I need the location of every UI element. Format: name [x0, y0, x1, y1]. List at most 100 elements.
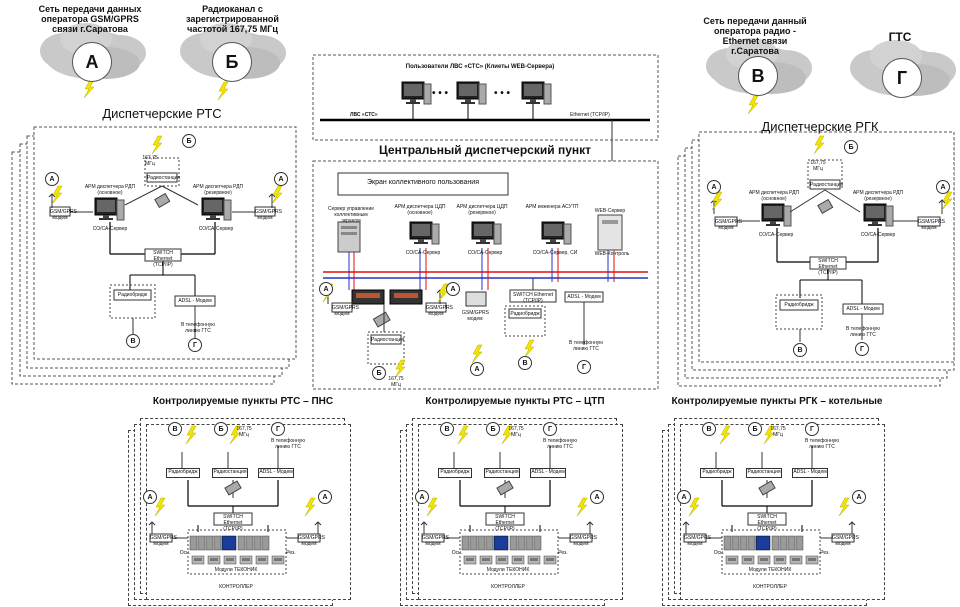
rts-adsl: ADSL - Модем — [178, 298, 212, 304]
cloud-gts-label: ГТС — [888, 30, 912, 44]
controlled-title: Контролируемые пункты РГК – котельные — [671, 396, 883, 407]
rgk-radiobridge: Радиобридж — [784, 302, 814, 308]
cp-gts-note: В телефонную линию ГТС — [805, 438, 839, 450]
rts-title: Диспетчерские РТС — [102, 106, 222, 121]
badge-g: Г — [577, 360, 591, 374]
badge-b: Б — [372, 366, 386, 380]
cp-radiostation: Радиостанция — [484, 468, 520, 478]
cp-radiostation: Радиостанция — [746, 468, 782, 478]
rts-server-reserve: СО/СА-Сервер — [198, 226, 234, 232]
cp-rez: Рез. — [558, 550, 568, 556]
badge-v: В — [702, 422, 716, 436]
central-radiobridge: Радиобридж — [510, 311, 540, 317]
badge-v: В — [168, 422, 182, 436]
rgk-arm-main: АРМ диспетчера РДП (основное) — [748, 190, 800, 202]
cp-osn: Осн. — [179, 550, 191, 556]
cp-gts-note: В телефонную линию ГТС — [543, 438, 577, 450]
badge-a: А — [415, 490, 429, 504]
rgk-modem-right: GSM/GPRS модем — [918, 219, 945, 231]
controlled-title: Контролируемые пункты РТС – ЦТП — [425, 396, 605, 407]
cp-radiobridge: Радиобридж — [438, 468, 472, 478]
badge-b: Б — [748, 422, 762, 436]
badge-v: В — [440, 422, 454, 436]
badge-a: А — [45, 172, 59, 186]
rts-modem-right: GSM/GPRS модем — [255, 209, 282, 221]
central-screen: Экран коллективного пользования — [367, 179, 479, 186]
badge-b: Б — [844, 140, 858, 154]
rts-server-main: СО/СА-Сервер — [92, 226, 128, 232]
rgk-modem-left: GSM/GPRS модем — [715, 219, 742, 231]
freq-label: 167,75 МГц — [142, 155, 158, 167]
badge-a: А — [143, 490, 157, 504]
controlled-title: Контролируемые пункты РТС – ПНС — [152, 396, 334, 407]
lan-users-title: Пользователи ЛВС «СТС» (Клиеты WEB-Серве… — [405, 64, 555, 70]
cp-radiobridge: Радиобридж — [700, 468, 734, 478]
badge-g: Г — [855, 342, 869, 356]
rgk-radiostation: Радиостанция — [810, 182, 844, 188]
badge-b: Б — [214, 422, 228, 436]
lan-dots: • • • — [494, 88, 511, 99]
badge-b: Б — [182, 134, 196, 148]
badge-g: Г — [271, 422, 285, 436]
central-modem-mid: GSM/GPRS модем — [462, 310, 489, 322]
central-radiostation: Радиостанция — [371, 337, 405, 343]
central-adsl: ADSL - Модем — [567, 294, 601, 300]
badge-g: Г — [805, 422, 819, 436]
central-gts-note: В телефонную линию ГТС — [569, 340, 603, 352]
cp-controller: КОНТРОЛЛЕР — [491, 584, 525, 590]
badge-a: А — [936, 180, 950, 194]
central-switch: SWITCH Ethernet (TCP/IP) — [512, 292, 553, 304]
badge-a: А — [707, 180, 721, 194]
rgk-switch: SWITCH Ethernet (TCP/IP) — [818, 258, 838, 276]
cloud-ethernet-badge: В — [738, 56, 778, 96]
cp-modules: Модули ТЕКОНИК — [748, 567, 792, 573]
cp-modem-right: GSM/GPRS модем — [832, 535, 859, 547]
cp-switch: SWITCH Ethernet (TCP/IP) — [495, 514, 515, 532]
cloud-gsm-badge: А — [72, 42, 112, 82]
central-web-sub: WEB-Контроль — [594, 251, 630, 257]
rgk-title: Диспетчерские РГК — [761, 119, 879, 134]
central-arm1-title: АРМ диспетчера ЦДП (основное) — [394, 204, 446, 216]
lightning-icon — [217, 81, 229, 101]
cp-radiobridge: Радиобридж — [166, 468, 200, 478]
badge-a: А — [470, 362, 484, 376]
central-modem-left: GSM/GPRS модем — [332, 305, 359, 317]
rgk-freq: 167,75 МГц — [810, 160, 826, 172]
central-arm1-sub: СО/СА-Сервер — [405, 250, 441, 256]
badge-a: А — [319, 282, 333, 296]
badge-a: А — [677, 490, 691, 504]
cp-rez: Рез. — [820, 550, 830, 556]
badge-a: А — [590, 490, 604, 504]
cp-modules: Модули ТЕКОНИК — [486, 567, 530, 573]
cp-gts-note: В телефонную линию ГТС — [271, 438, 305, 450]
rts-gts-note: В телефонную линию ГТС — [181, 322, 215, 334]
lightning-icon — [83, 79, 95, 99]
badge-g: Г — [188, 338, 202, 352]
rts-switch: SWITCH Ethernet (TCP/IP) — [153, 250, 173, 268]
lan-dots: • • • — [432, 88, 449, 99]
badge-a: А — [318, 490, 332, 504]
rgk-adsl: ADSL - Модем — [846, 306, 880, 312]
cp-freq: 167,75 МГц — [508, 426, 524, 438]
badge-v: В — [518, 356, 532, 370]
cp-rez: Рез. — [286, 550, 296, 556]
cloud-ethernet-label: Сеть передачи данный оператора радио - E… — [703, 16, 807, 56]
lightning-icon — [747, 95, 759, 115]
cp-modules: Модули ТЕКОНИК — [214, 567, 258, 573]
rts-arm-main: АРМ диспетчера РДП (основное) — [84, 184, 136, 196]
rts-radiobridge: Радиобридж — [117, 292, 148, 298]
central-title: Центральный диспетчерский пункт — [378, 143, 592, 157]
cp-freq: 167,75 МГц — [770, 426, 786, 438]
badge-b: Б — [486, 422, 500, 436]
cp-adsl: ADSL - Модем — [792, 468, 828, 478]
badge-v: В — [793, 343, 807, 357]
badge-v: В — [126, 334, 140, 348]
cp-controller: КОНТРОЛЛЕР — [753, 584, 787, 590]
controlled-panel: Контролируемые пункты РТС – ПНС — [128, 396, 358, 606]
cp-osn: Осн. — [451, 550, 463, 556]
central-arm2-title: АРМ диспетчера ЦДП (резервное) — [456, 204, 508, 216]
badge-a: А — [274, 172, 288, 186]
cp-modem-left: GSM/GPRS модем — [150, 535, 177, 547]
controlled-panel: Контролируемые пункты РГК – котельные — [662, 396, 892, 606]
